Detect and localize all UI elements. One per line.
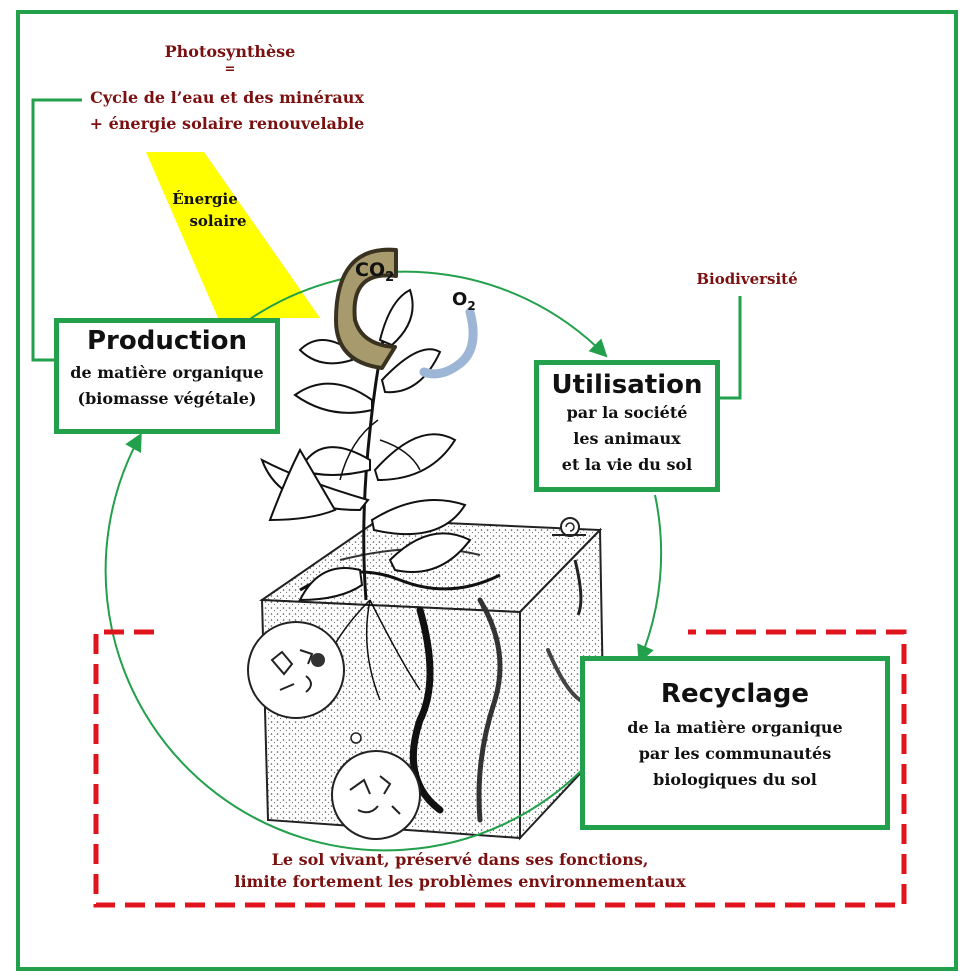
soil-note-line2: limite fortement les problèmes environne… <box>234 872 686 891</box>
outer-frame <box>16 10 958 971</box>
production-box: Production de matière organique (biomass… <box>54 318 280 434</box>
co2-arrow-icon <box>334 247 398 370</box>
earthworm-icon <box>476 597 503 823</box>
sun-ray-icon <box>146 152 320 318</box>
cycle-arrow-production-to-utilisation <box>239 270 608 358</box>
utilisation-box: Utilisation par la société les animaux e… <box>534 360 720 492</box>
recyclage-title: Recyclage <box>660 679 810 709</box>
earthworm-icon <box>409 606 444 814</box>
snail-icon <box>552 517 586 537</box>
solar-energy-line1: Énergie <box>172 190 238 208</box>
biodiversity-label: Biodiversité <box>696 270 798 288</box>
earthworm-icon <box>546 648 582 702</box>
recyclage-line3: biologiques du sol <box>653 770 817 789</box>
soil-note-line1: Le sol vivant, préservé dans ses fonctio… <box>271 850 649 869</box>
plant-illustration <box>260 288 472 602</box>
utilisation-line2: les animaux <box>573 429 681 448</box>
cycle-arrow-recyclage-to-production <box>104 432 583 852</box>
co2-label: CO2 <box>355 259 394 285</box>
recyclage-line1: de la matière organique <box>627 718 843 737</box>
photosynthesis-line2: + énergie solaire renouvelable <box>89 114 365 133</box>
utilisation-line3: et la vie du sol <box>561 455 693 474</box>
production-line1: de matière organique <box>70 363 264 382</box>
o2-label: O2 <box>452 289 476 313</box>
utilisation-title: Utilisation <box>551 370 703 400</box>
soil-organisms-icon <box>247 621 421 840</box>
biodiversity-connector <box>718 296 742 400</box>
production-title: Production <box>87 326 247 356</box>
cycle-arrow-utilisation-to-recyclage <box>637 494 663 664</box>
photosynthesis-connector <box>31 98 82 362</box>
soil-zone-outline <box>93 629 907 908</box>
recyclage-line2: par les communautés <box>638 744 832 763</box>
photosynthesis-line1: Cycle de l’eau et des minéraux <box>90 88 364 107</box>
recyclage-box: Recyclage de la matière organique par le… <box>580 656 890 830</box>
production-line2: (biomasse végétale) <box>77 389 257 408</box>
utilisation-line1: par la société <box>566 403 688 422</box>
solar-energy-line2: solaire <box>189 212 247 230</box>
o2-arrow-icon <box>419 307 478 379</box>
photosynthesis-equals: = <box>224 62 236 77</box>
photosynthesis-title: Photosynthèse <box>164 42 296 61</box>
